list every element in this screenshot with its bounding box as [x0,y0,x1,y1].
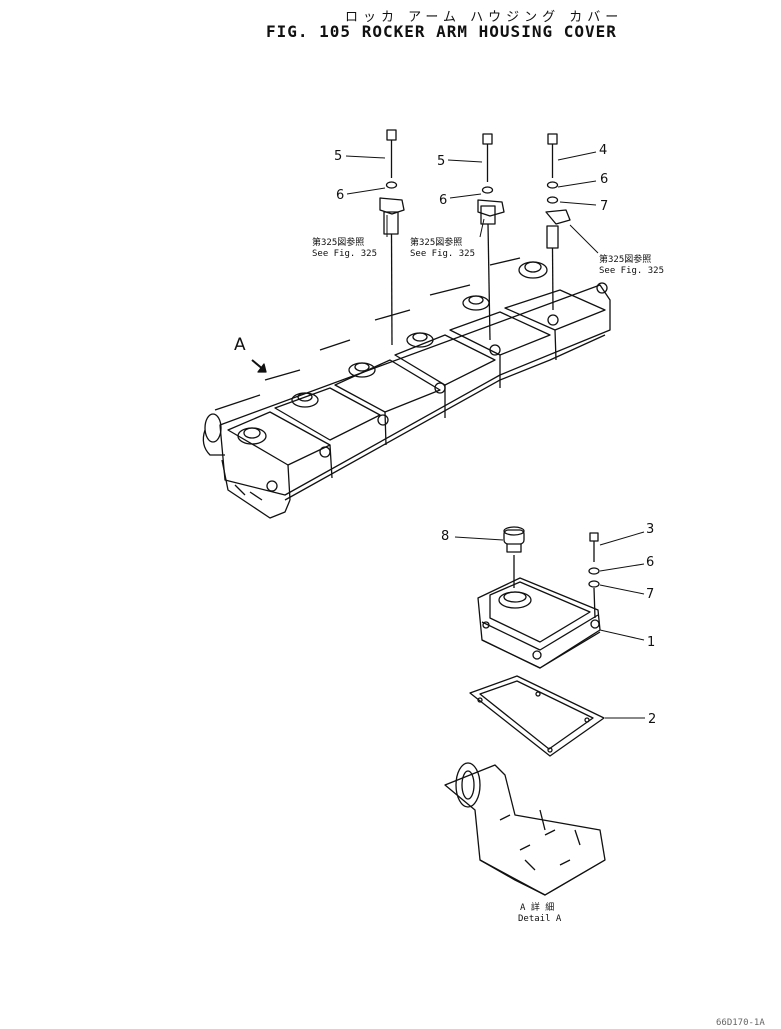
detail-label-en: Detail A [518,914,562,924]
reference-note-right-en: See Fig. 325 [599,266,664,276]
view-label-a: A [234,335,246,355]
reference-note-left-en: See Fig. 325 [312,249,377,259]
callout-7-right: 7 [600,199,608,214]
reference-note-right-jp: 第325図参照 [599,253,651,265]
reference-note-middle-en: See Fig. 325 [410,249,475,259]
figure-title: FIG. 105 ROCKER ARM HOUSING COVER [266,22,617,41]
bracket-hardware-middle [477,133,505,341]
exploded-cover [477,526,601,669]
callout-6-right: 6 [600,172,608,187]
rocker-housing-assembly [202,257,611,519]
callout-6-middle: 6 [439,193,447,208]
figure-title-japanese: ロッカ アーム ハウジング カバー [345,10,624,25]
view-arrow-a [251,359,267,373]
callout-4: 4 [599,143,607,158]
reference-note-left-jp: 第325図参照 [312,236,364,248]
filler-cap-ports [237,261,548,445]
callout-1: 1 [647,635,655,650]
callout-5-left: 5 [334,149,342,164]
detail-a-housing [444,762,606,896]
reference-note-middle-jp: 第325図参照 [410,236,462,248]
bolt-bosses [266,282,608,492]
drawing-code: 66D170-1A [716,1018,765,1028]
callout-3: 3 [646,522,654,537]
callout-7-cover: 7 [646,587,654,602]
callout-8: 8 [441,529,449,544]
gasket [469,675,605,757]
callout-5-middle: 5 [437,154,445,169]
callout-6-cover: 6 [646,555,654,570]
detail-label-jp: A 詳 細 [520,901,554,913]
bracket-hardware-left [379,129,405,346]
callout-2: 2 [648,712,656,727]
callout-6-left: 6 [336,188,344,203]
bracket-hardware-right [545,133,571,311]
leader-lines [345,151,645,719]
